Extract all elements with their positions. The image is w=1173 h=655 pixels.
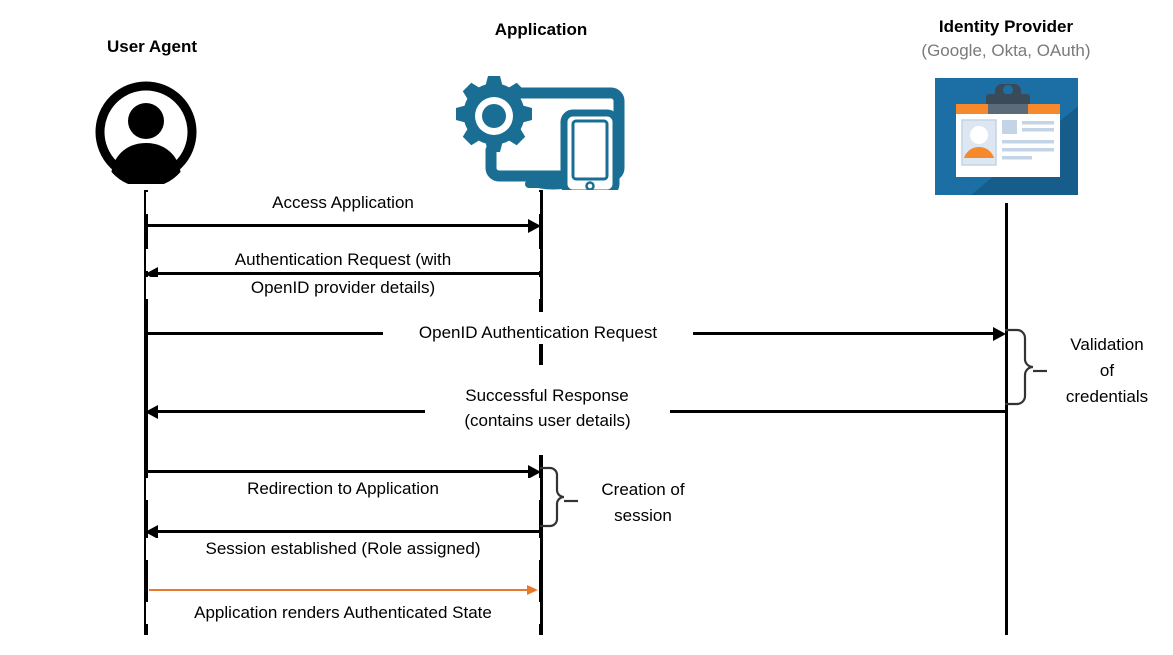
- arrow-head-application-renders-authenticated-state: [527, 585, 538, 595]
- message-line-redirection-to-application: [146, 470, 530, 473]
- arrow-head-redirection-to-application: [528, 464, 541, 479]
- message-label-session-established: Session established (Role assigned): [146, 538, 540, 560]
- message-label-application-renders-authenticated-state: Application renders Authenticated State: [146, 602, 540, 624]
- message-label-successful-response-line1: Successful Response: [432, 385, 662, 407]
- id-badge-icon: [935, 78, 1078, 195]
- message-line-authentication-request: [157, 272, 541, 275]
- message-line-application-renders-authenticated-state: [149, 589, 528, 591]
- person-circle-icon: [94, 80, 198, 188]
- lifeline-application-dash: [539, 337, 543, 365]
- annotation-validation-line3: credentials: [1065, 387, 1149, 406]
- annotation-validation-line2: of: [1099, 361, 1115, 380]
- brace-creation-of-session: [538, 466, 588, 536]
- message-line-access-application: [146, 224, 530, 227]
- message-label-openid-authentication-request: OpenID Authentication Request: [383, 322, 693, 344]
- actor-title-user-agent: User Agent: [106, 37, 198, 56]
- message-label-redirection-to-application: Redirection to Application: [146, 478, 540, 500]
- actor-title-application: Application: [494, 20, 588, 39]
- arrow-head-access-application: [528, 218, 541, 233]
- lifeline-identity-provider: [1005, 203, 1008, 635]
- message-label-successful-response-line2: (contains user details): [425, 410, 670, 432]
- message-line-successful-response-left: [157, 410, 433, 413]
- message-line-successful-response-right: [660, 410, 1005, 413]
- annotation-validation-line1: Validation: [1070, 335, 1144, 354]
- message-line-session-established: [157, 530, 541, 533]
- actor-title-identity-provider: Identity Provider: [938, 17, 1074, 36]
- annotation-creation-line2: session: [614, 506, 672, 525]
- message-label-authentication-request-line1: Authentication Request (with: [146, 249, 540, 271]
- arrow-head-openid-authentication-request: [993, 326, 1006, 341]
- brace-validation-of-credentials: [1003, 328, 1053, 414]
- annotation-creation-line1: Creation of: [601, 480, 685, 499]
- message-label-access-application: Access Application: [146, 192, 540, 214]
- arrow-head-successful-response: [145, 404, 158, 419]
- lifeline-application-lower: [539, 455, 543, 635]
- actor-subtitle-identity-provider: (Google, Okta, OAuth): [921, 41, 1091, 60]
- gear-monitor-phone-icon: [451, 68, 631, 197]
- lifeline-application-upper: [539, 190, 543, 312]
- arrow-head-session-established: [145, 524, 158, 539]
- message-label-authentication-request-line2: OpenID provider details): [146, 277, 540, 299]
